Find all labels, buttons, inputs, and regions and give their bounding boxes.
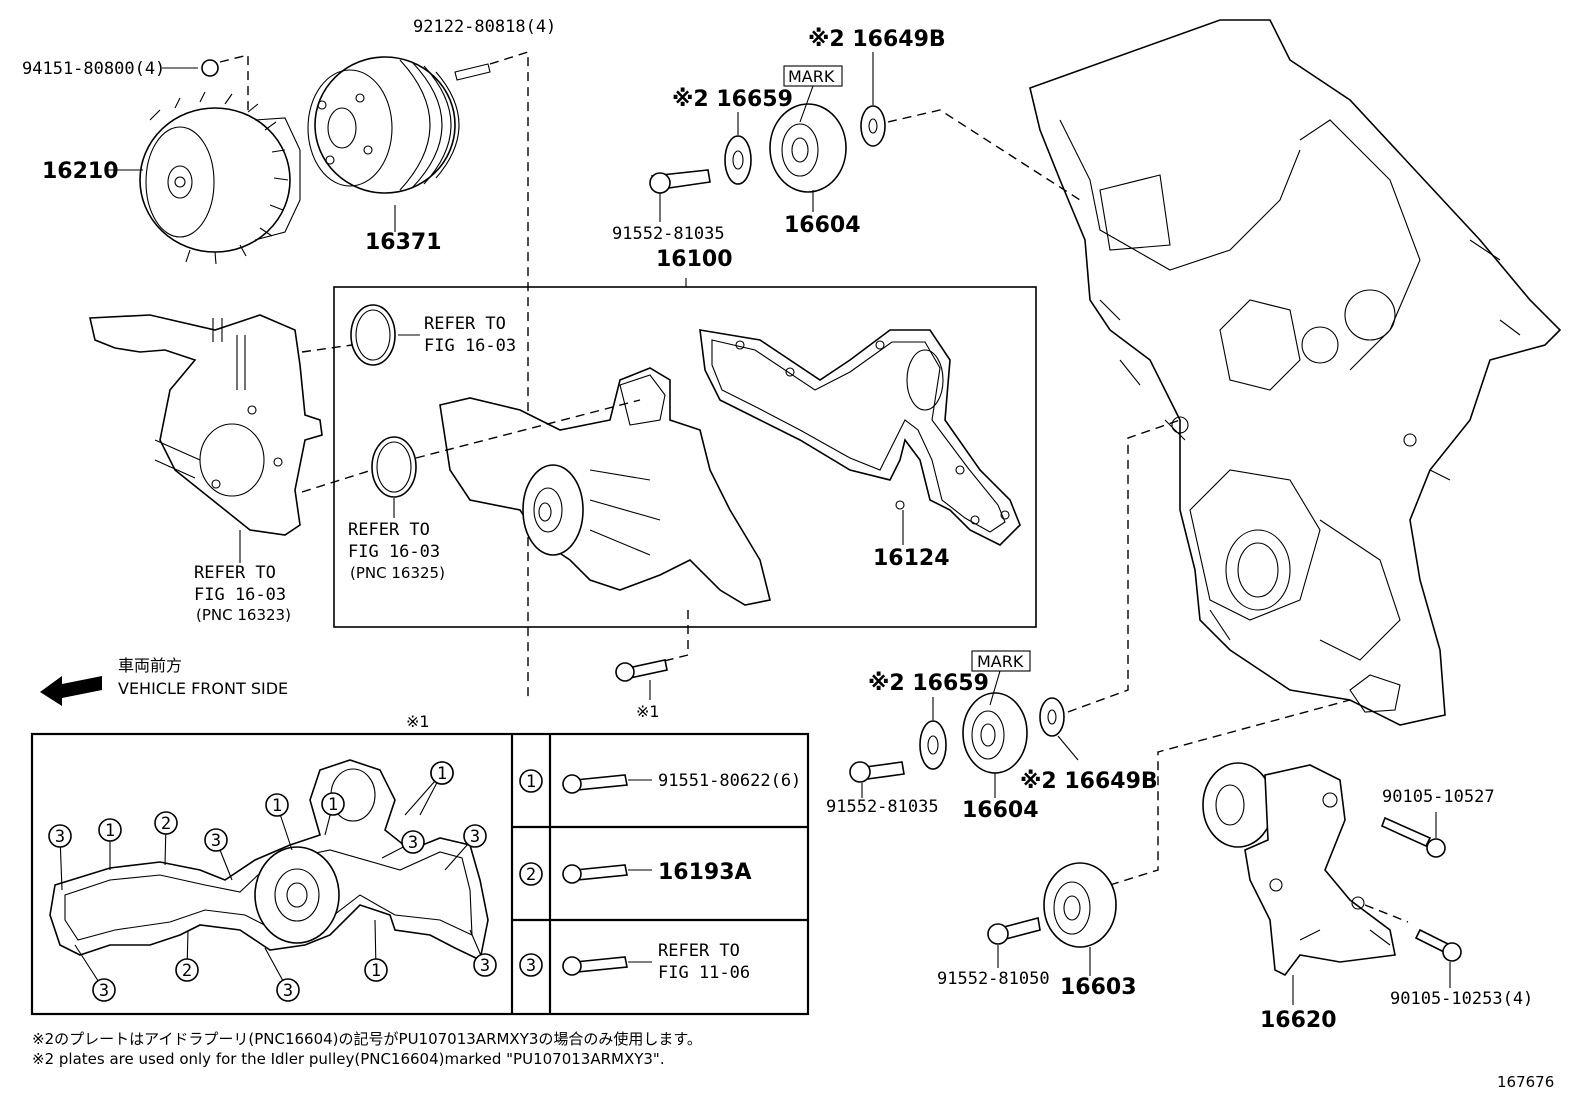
inset-marker-label: 1	[105, 821, 115, 841]
label-16604-bottom: 16604	[962, 798, 1039, 823]
inset-marker-circle	[430, 761, 454, 785]
legend-marker-3: 3	[526, 956, 536, 976]
inset-marker-circle	[175, 958, 199, 982]
label-16649b-top: ※2 16649B	[808, 27, 946, 52]
mark-label-bottom: MARK	[977, 652, 1024, 671]
legend-markers: 1 2 3	[519, 769, 543, 977]
legend-part-3-line2: FIG 11-06	[658, 963, 750, 983]
inset-marker-label: 3	[470, 827, 480, 847]
inset-marker-circle	[463, 824, 487, 848]
refer-a-line1: REFER TO	[424, 314, 506, 334]
label-91552-81035-bottom: 91552-81035	[826, 797, 939, 817]
inset-marker-label: 2	[182, 961, 192, 981]
inset-marker-label: 1	[371, 961, 381, 981]
label-16603: 16603	[1060, 975, 1137, 1000]
legend-part-2: 16193A	[658, 860, 752, 885]
inset-marker-label: 1	[437, 764, 447, 784]
inset-marker-label: 1	[272, 796, 282, 816]
pulley-16371-illustration	[307, 56, 460, 194]
label-92122-80818: 92122-80818(4)	[413, 17, 556, 37]
inset-marker-circle	[321, 792, 345, 816]
inset-marker-circle	[364, 958, 388, 982]
label-90105-10253: 90105-10253(4)	[1390, 989, 1533, 1009]
bolt-94151-illustration	[201, 54, 249, 115]
label-94151-80800: 94151-80800(4)	[22, 59, 165, 79]
bolt-note-1-illustration	[615, 659, 668, 682]
idler-stack-bottom-illustration	[849, 419, 1351, 886]
o-ring-b	[371, 436, 417, 498]
legend-part-3-line1: REFER TO	[658, 941, 740, 961]
refer-a-line2: FIG 16-03	[424, 336, 516, 356]
timing-cover-illustration	[1029, 19, 1562, 726]
label-16649b-bottom: ※2 16649B	[1020, 769, 1158, 794]
refer-c-line3: (PNC 16323)	[196, 606, 291, 624]
inset-marker-circle	[204, 828, 228, 852]
mark-label-top: MARK	[788, 67, 835, 86]
label-16210: 16210	[42, 159, 119, 184]
inset-marker-label: 3	[55, 827, 65, 847]
inset-marker-circle	[154, 811, 178, 835]
stud-92122-illustration	[454, 51, 529, 700]
diagram-id: 167676	[1497, 1073, 1554, 1091]
water-pump-illustration	[439, 367, 771, 606]
refer-b-line2: FIG 16-03	[348, 542, 440, 562]
leader-lines	[106, 52, 1451, 1005]
vehicle-front-arrow-icon	[40, 676, 102, 706]
label-16124: 16124	[873, 546, 950, 571]
label-90105-10527: 90105-10527	[1382, 787, 1495, 807]
fan-coupling-illustration	[139, 91, 301, 265]
inset-marker-label: 3	[283, 981, 293, 1001]
inset-marker-circle	[92, 978, 116, 1002]
gasket-16124-illustration	[699, 329, 1021, 546]
vehicle-front-jp: 車両前方	[118, 656, 182, 675]
legend-part-1: 91551-80622(6)	[658, 771, 801, 791]
refer-c-line1: REFER TO	[194, 563, 276, 583]
bolt-layout-inset-box	[30, 732, 810, 1016]
label-16620: 16620	[1260, 1008, 1337, 1033]
footnote-en: ※2 plates are used only for the Idler pu…	[32, 1050, 665, 1068]
label-16604-top: 16604	[784, 213, 861, 238]
refer-c-line2: FIG 16-03	[194, 585, 286, 605]
inset-marker-label: 2	[161, 814, 171, 834]
mark-tag-top	[783, 65, 843, 123]
label-16100: 16100	[656, 247, 733, 272]
inset-marker-label: 3	[211, 831, 221, 851]
tensioner-16620-illustration	[1202, 762, 1462, 977]
refer-b-line1: REFER TO	[348, 520, 430, 540]
legend-bolts	[562, 774, 652, 976]
inset-marker-circle	[401, 830, 425, 854]
footnote-jp: ※2のプレートはアイドラプーリ(PNC16604)の記号がPU107013ARM…	[32, 1030, 702, 1048]
legend-marker-1: 1	[526, 772, 536, 792]
water-pump-assembly-box	[333, 286, 1037, 628]
bolt-note-label: ※1	[636, 702, 660, 721]
inset-marker-label: 3	[408, 833, 418, 853]
label-16659-top: ※2 16659	[672, 87, 793, 112]
inset-marker-circle	[473, 953, 497, 977]
label-91552-81035-top: 91552-81035	[612, 224, 725, 244]
refer-b-line3: (PNC 16325)	[350, 564, 445, 582]
inset-title: ※1	[406, 712, 430, 731]
idler-stack-top-illustration	[649, 103, 1081, 201]
inset-markers: 312311332313131	[48, 761, 497, 1002]
inset-pump-illustration	[49, 759, 489, 962]
label-16659-bottom: ※2 16659	[868, 671, 989, 696]
legend-marker-2: 2	[526, 865, 536, 885]
inset-marker-label: 3	[99, 981, 109, 1001]
o-ring-a	[350, 304, 396, 366]
inset-marker-label: 3	[480, 956, 490, 976]
inset-marker-label: 1	[328, 795, 338, 815]
vehicle-front-en: VEHICLE FRONT SIDE	[118, 679, 288, 698]
inset-marker-circle	[48, 824, 72, 848]
inset-marker-circle	[276, 978, 300, 1002]
inset-marker-circle	[265, 793, 289, 817]
label-91552-81050: 91552-81050	[937, 969, 1050, 989]
idler-16603-illustration	[987, 862, 1117, 948]
water-inlet-housing-illustration	[89, 314, 323, 536]
inset-marker-circle	[98, 818, 122, 842]
label-16371: 16371	[365, 230, 442, 255]
mark-tag-bottom	[971, 650, 1031, 706]
